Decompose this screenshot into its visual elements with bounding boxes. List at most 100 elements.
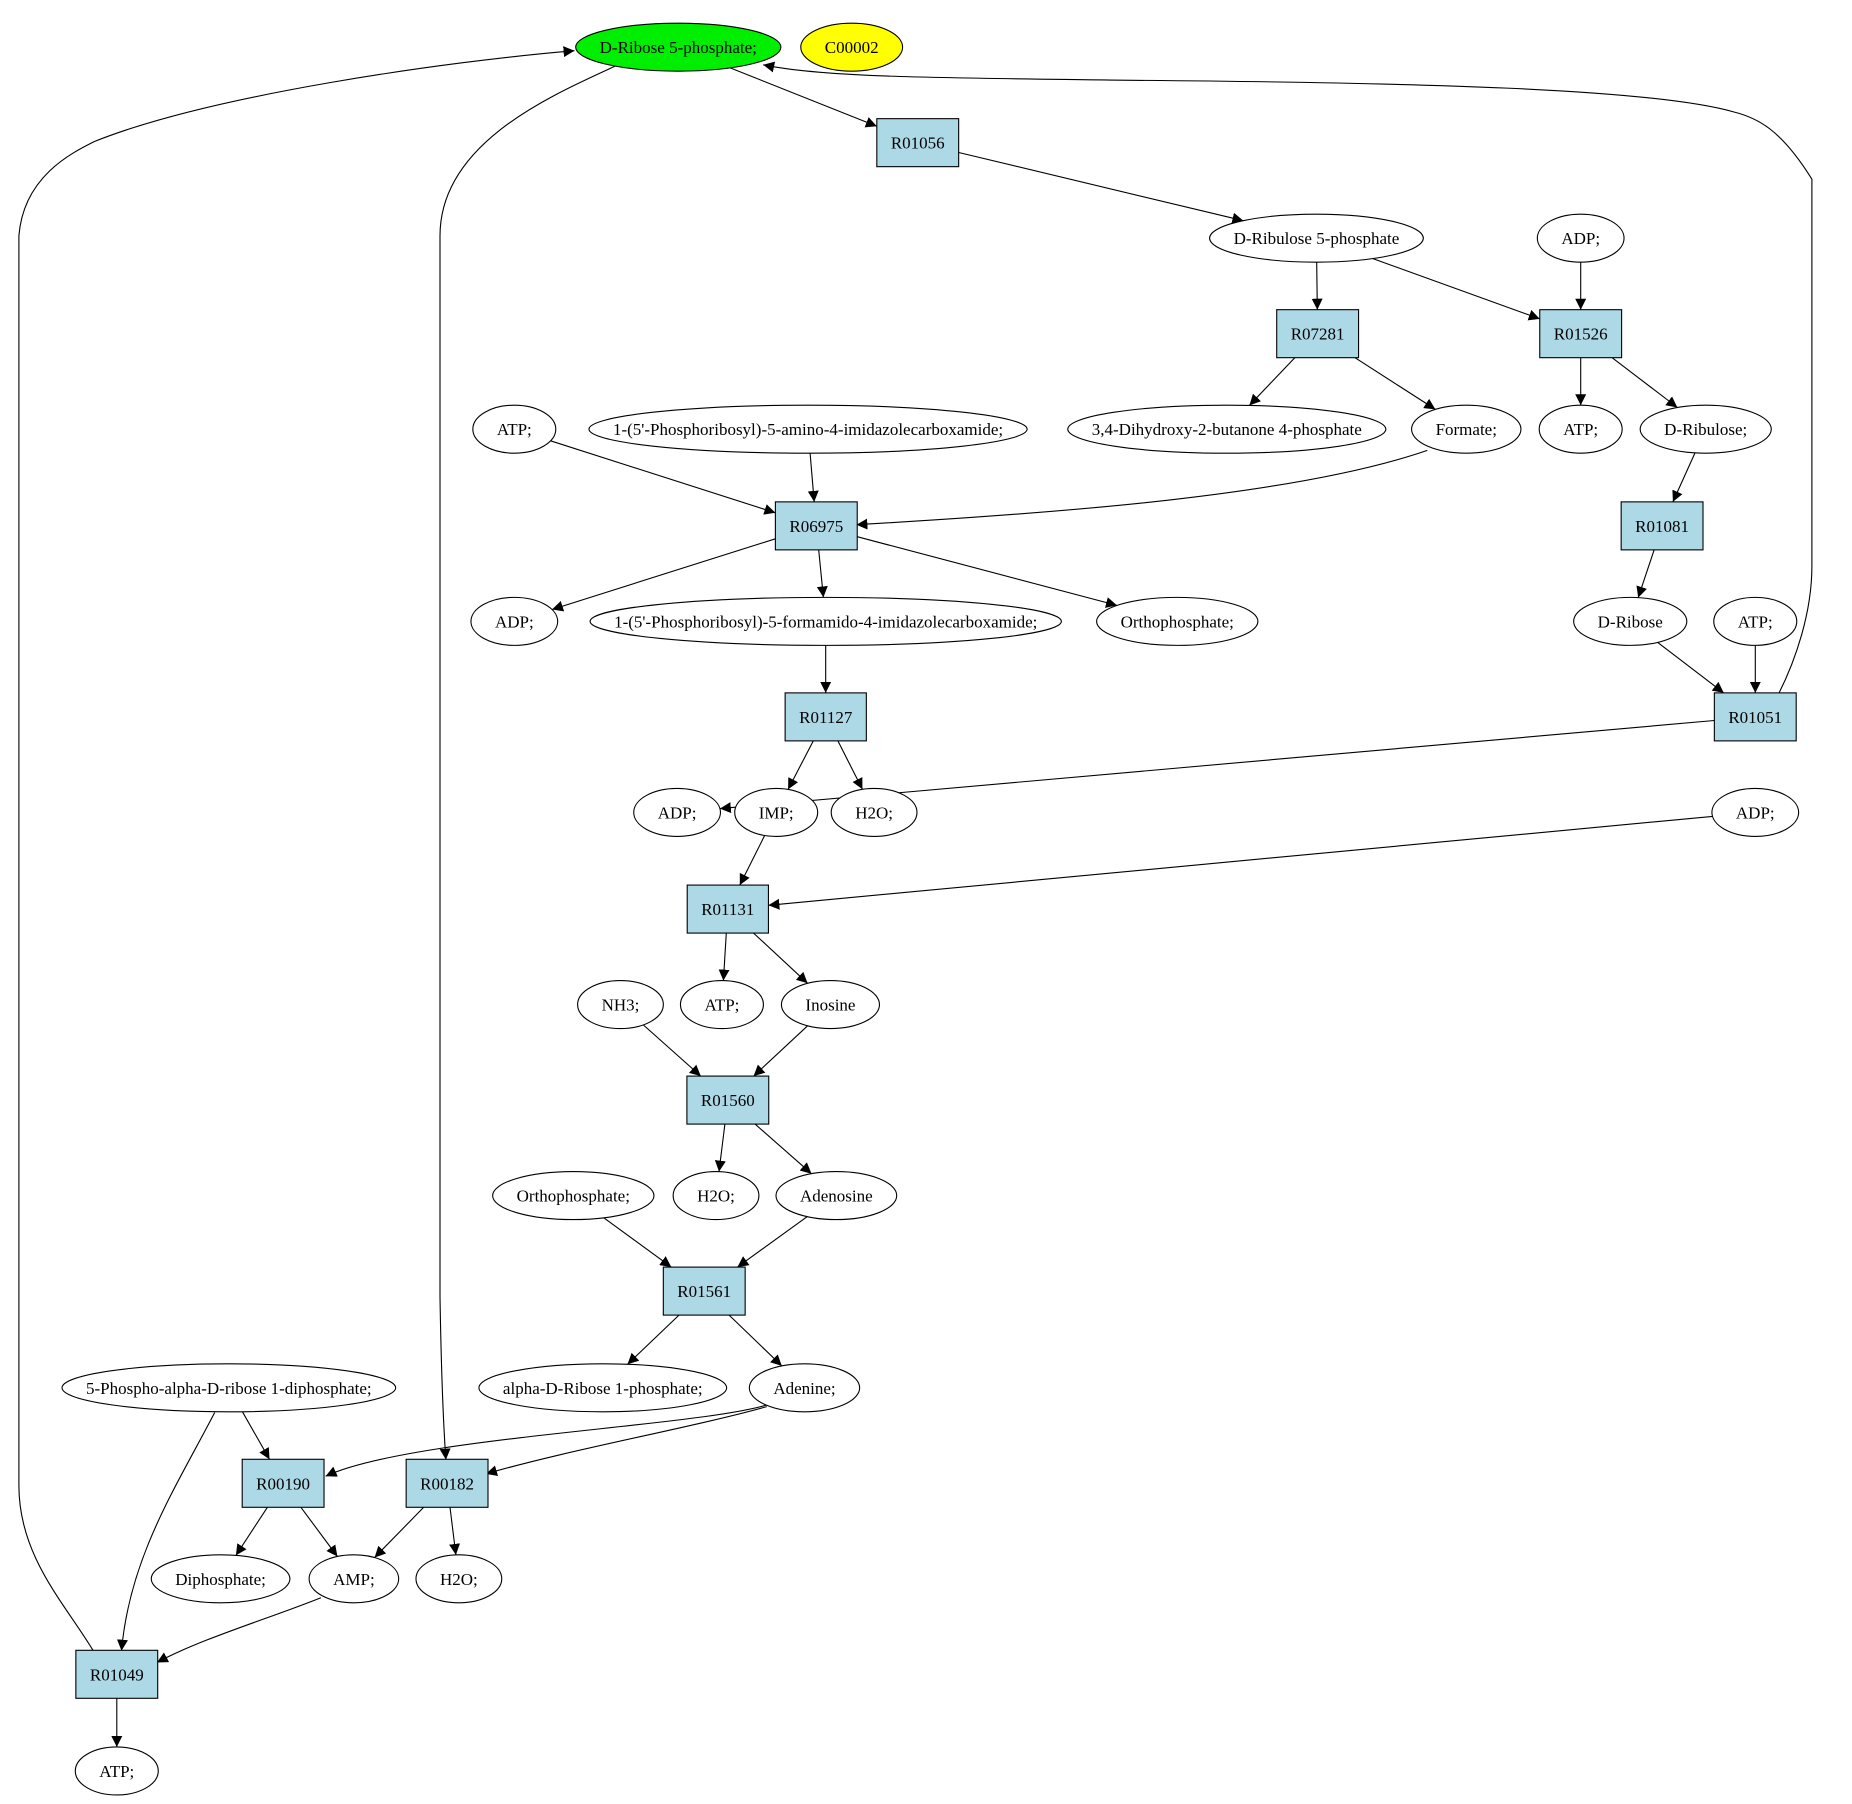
node-label: ADP;: [1736, 803, 1775, 822]
compound-ellipse: [470, 596, 559, 646]
reaction-node-r01056: R01056: [876, 118, 960, 168]
edge-r07281-to-formate: [1354, 357, 1436, 410]
node-label: Orthophosphate;: [1121, 612, 1234, 631]
compound-ellipse: [800, 22, 904, 72]
compound-node-adp: ADP;: [1711, 787, 1800, 837]
node-label: R01131: [701, 900, 754, 919]
node-label: 1-(5'-Phosphoribosyl)-5-amino-4-imidazol…: [613, 420, 1003, 439]
reaction-box: [774, 501, 858, 551]
node-layer: D-Ribose 5-phosphate;C00002R01056D-Ribul…: [61, 22, 1800, 1796]
compound-ellipse: [61, 1363, 397, 1413]
reaction-box: [1620, 501, 1704, 551]
compound-node-adenosine: Adenosine: [775, 1171, 898, 1221]
node-label: Inosine: [805, 996, 855, 1015]
compound-node-atp: ATP;: [74, 1746, 159, 1796]
compound-node-adp: ADP;: [633, 787, 722, 837]
compound-ellipse: [780, 980, 881, 1030]
node-label: R01051: [1728, 708, 1782, 727]
node-label: R01526: [1554, 325, 1608, 344]
compound-node-1-5-phosphoribosyl-5-amino-4-imidazolecarboxamide: 1-(5'-Phosphoribosyl)-5-amino-4-imidazol…: [588, 404, 1028, 454]
edge-r00190-to-amp: [300, 1506, 338, 1557]
node-label: 3,4-Dihydroxy-2-butanone 4-phosphate: [1092, 420, 1362, 439]
node-label: alpha-D-Ribose 1-phosphate;: [503, 1379, 703, 1398]
reaction-box: [686, 1075, 770, 1125]
compound-node-diphosphate: Diphosphate;: [150, 1554, 291, 1604]
edge-layer: [18, 46, 1813, 1747]
node-label: ADP;: [1561, 229, 1600, 248]
compound-ellipse: [74, 1746, 159, 1796]
compound-node-d-ribulose-5-phosphate: D-Ribulose 5-phosphate: [1209, 213, 1424, 263]
node-label: R06975: [789, 517, 843, 536]
compound-ellipse: [492, 1171, 655, 1221]
edge-r01127-to-h2o: [837, 740, 863, 790]
node-label: 5-Phospho-alpha-D-ribose 1-diphosphate;: [86, 1379, 372, 1398]
compound-ellipse: [679, 980, 764, 1030]
compound-node-d-ribulose: D-Ribulose;: [1639, 404, 1772, 454]
edge-imp-to-r01131: [739, 835, 766, 886]
compound-node-atp: ATP;: [1713, 596, 1798, 646]
reaction-node-r01127: R01127: [784, 692, 867, 742]
compound-ellipse: [415, 1554, 503, 1604]
edge-r01131-to-atp: [718, 933, 730, 981]
compound-node-1-5-phosphoribosyl-5-formamido-4-imidazolecarboxamide: 1-(5'-Phosphoribosyl)-5-formamido-4-imid…: [589, 596, 1062, 646]
compound-node-atp: ATP;: [679, 980, 764, 1030]
edge-formate-to-r06975: [856, 449, 1428, 530]
compound-ellipse: [1538, 404, 1623, 454]
compound-node-d-ribose-5-phosphate: D-Ribose 5-phosphate;: [575, 22, 782, 72]
reaction-box: [75, 1649, 159, 1699]
compound-ellipse: [478, 1363, 728, 1413]
node-label: H2O;: [855, 803, 893, 822]
reaction-node-r01131: R01131: [686, 884, 769, 934]
node-label: AMP;: [333, 1570, 375, 1589]
node-label: ATP;: [497, 420, 532, 439]
compound-ellipse: [472, 404, 557, 454]
edge-d-ribulose-5-phosphate-to-r01526: [1372, 258, 1540, 321]
reaction-node-r00182: R00182: [405, 1458, 489, 1508]
compound-ellipse: [748, 1363, 861, 1413]
edge-amp-to-r01049: [156, 1597, 322, 1663]
edge-r01560-to-adenosine: [754, 1123, 812, 1175]
reaction-node-r06975: R06975: [774, 501, 858, 551]
node-label: H2O;: [440, 1570, 478, 1589]
edge-r01526-to-d-ribulose: [1611, 357, 1678, 408]
compound-ellipse: [1711, 787, 1800, 837]
node-label: R01560: [701, 1091, 755, 1110]
reaction-box: [876, 118, 960, 168]
edge-r01081-to-d-ribose: [1636, 549, 1655, 598]
compound-ellipse: [775, 1171, 898, 1221]
reaction-box: [662, 1266, 746, 1316]
compound-ellipse: [308, 1554, 400, 1604]
compound-ellipse: [1067, 404, 1387, 454]
compound-node-amp: AMP;: [308, 1554, 400, 1604]
edge-r01131-to-inosine: [753, 932, 808, 984]
edge-d-ribose-5-phosphate-to-r01056: [729, 67, 878, 128]
compound-ellipse: [1209, 213, 1424, 263]
compound-node-orthophosphate: Orthophosphate;: [492, 1171, 655, 1221]
node-label: R00190: [256, 1474, 310, 1493]
node-label: R01561: [677, 1282, 731, 1301]
node-label: R00182: [420, 1474, 474, 1493]
edge-r06975-to-1-5-phosphoribosyl-5-formamido-4-imidazolecarboxamide: [816, 549, 828, 598]
compound-node-atp: ATP;: [472, 404, 557, 454]
compound-ellipse: [672, 1171, 760, 1221]
node-label: R07281: [1291, 325, 1345, 344]
compound-ellipse: [830, 787, 918, 837]
edge-d-ribose-to-r01051: [1657, 641, 1725, 694]
compound-node-h2o: H2O;: [415, 1554, 503, 1604]
edge-adenine-to-r00190: [325, 1402, 773, 1477]
node-label: Adenosine: [800, 1187, 873, 1206]
node-label: ATP;: [1738, 612, 1773, 631]
node-label: 1-(5'-Phosphoribosyl)-5-formamido-4-imid…: [614, 612, 1037, 631]
node-label: Adenine;: [773, 1379, 835, 1398]
node-label: ATP;: [1563, 420, 1598, 439]
node-label: R01127: [799, 708, 853, 727]
edge-r01560-to-h2o: [714, 1124, 726, 1172]
node-label: D-Ribulose;: [1664, 420, 1747, 439]
compound-node-nh3: NH3;: [577, 980, 664, 1030]
compound-ellipse: [633, 787, 722, 837]
compound-ellipse: [1573, 596, 1688, 646]
reaction-node-r00190: R00190: [241, 1458, 325, 1508]
compound-ellipse: [1536, 213, 1625, 263]
node-label: ADP;: [658, 803, 697, 822]
